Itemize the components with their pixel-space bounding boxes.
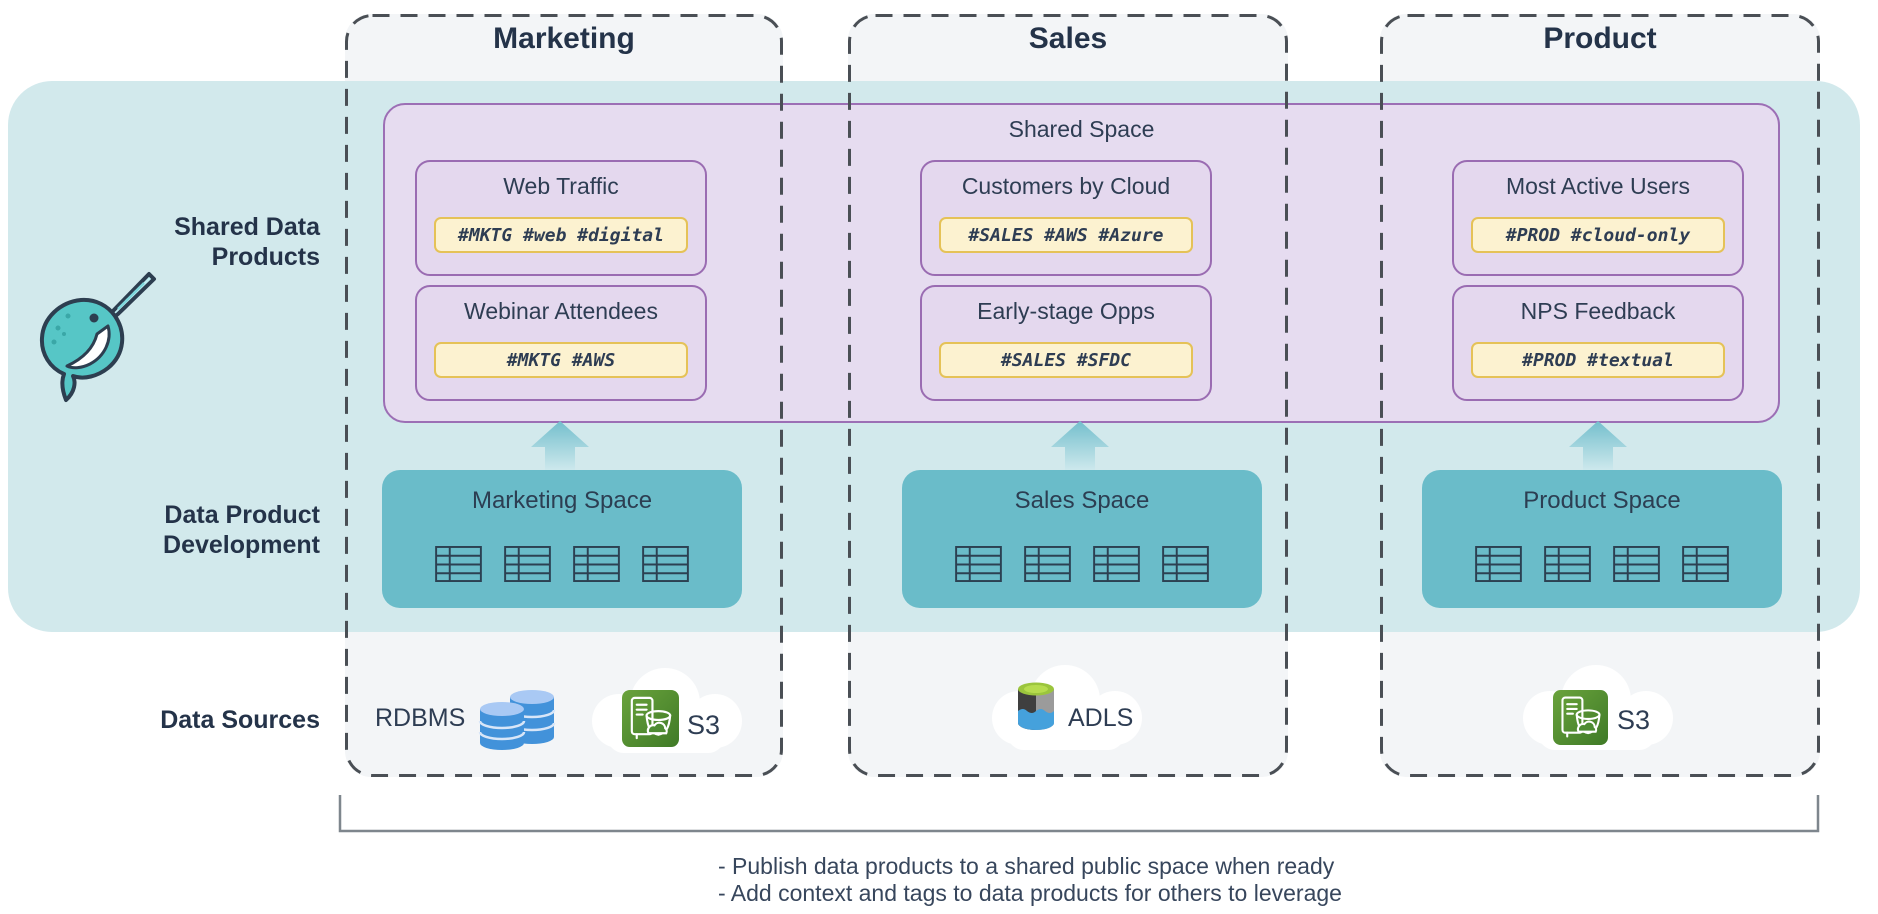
card-title: Early-stage Opps xyxy=(977,298,1155,324)
table-icon xyxy=(955,546,1002,582)
table-icon xyxy=(1024,546,1071,582)
tag-text: #SALES #AWS #Azure xyxy=(968,224,1164,246)
card-title: Web Traffic xyxy=(503,173,619,199)
tag-box: #SALES #AWS #Azure xyxy=(939,217,1193,253)
card-title: Webinar Attendees xyxy=(464,298,658,324)
up-arrow-icon xyxy=(1051,421,1109,471)
row-label-shared-data-products: Shared Data Products xyxy=(174,213,320,271)
tag-text: #PROD #cloud-only xyxy=(1505,224,1691,246)
card-nps-feedback: NPS Feedback #PROD #textual xyxy=(1452,285,1744,401)
table-icon xyxy=(1682,546,1729,582)
source-label-s3: S3 xyxy=(687,710,721,740)
tag-text: #PROD #textual xyxy=(1522,349,1674,371)
space-title: Sales Space xyxy=(1014,487,1150,514)
card-title: NPS Feedback xyxy=(1520,298,1676,324)
notes-block: - Publish data products to a shared publ… xyxy=(718,853,1342,907)
tag-box: #MKTG #web #digital xyxy=(434,217,688,253)
row-label-data-sources: Data Sources xyxy=(160,706,320,734)
tag-text: #MKTG #web #digital xyxy=(458,224,664,246)
tag-text: #SALES #SFDC xyxy=(1000,349,1132,371)
card-title: Customers by Cloud xyxy=(961,173,1171,199)
table-icons-row xyxy=(1422,546,1782,582)
table-icon xyxy=(1475,546,1522,582)
note-line: - Publish data products to a shared publ… xyxy=(718,853,1335,879)
source-label-s3: S3 xyxy=(1617,705,1651,735)
note-line: - Add context and tags to data products … xyxy=(718,880,1342,906)
s3-icon xyxy=(622,690,679,747)
space-title: Product Space xyxy=(1523,487,1681,514)
marketing-space-box: Marketing Space xyxy=(382,470,742,608)
shared-space-label: Shared Space xyxy=(1008,116,1155,142)
table-icon xyxy=(642,546,689,582)
tag-box: #SALES #SFDC xyxy=(939,342,1193,378)
card-most-active-users: Most Active Users #PROD #cloud-only xyxy=(1452,160,1744,276)
card-web-traffic: Web Traffic #MKTG #web #digital xyxy=(415,160,707,276)
table-icons-row xyxy=(382,546,742,582)
card-customers-by-cloud: Customers by Cloud #SALES #AWS #Azure xyxy=(920,160,1212,276)
table-icon xyxy=(573,546,620,582)
column-header-marketing: Marketing xyxy=(493,22,635,55)
up-arrow-icon xyxy=(1569,421,1627,471)
tag-box: #PROD #textual xyxy=(1471,342,1725,378)
tag-box: #MKTG #AWS xyxy=(434,342,688,378)
bracket xyxy=(338,795,1820,833)
space-title: Marketing Space xyxy=(471,487,653,514)
table-icon xyxy=(1613,546,1660,582)
column-header-product: Product xyxy=(1543,22,1657,55)
tag-text: #MKTG #AWS xyxy=(506,349,616,371)
up-arrow-icon xyxy=(531,421,589,471)
table-icon xyxy=(1093,546,1140,582)
database-icon xyxy=(478,690,556,750)
row-label-data-product-development: Data Product Development xyxy=(163,501,320,559)
table-icons-row xyxy=(902,546,1262,582)
table-icon xyxy=(1544,546,1591,582)
card-title: Most Active Users xyxy=(1505,173,1691,199)
s3-icon xyxy=(1553,690,1608,745)
table-icon xyxy=(435,546,482,582)
adls-icon xyxy=(1018,682,1054,730)
tag-box: #PROD #cloud-only xyxy=(1471,217,1725,253)
narwhal-logo xyxy=(39,272,156,402)
card-early-stage-opps: Early-stage Opps #SALES #SFDC xyxy=(920,285,1212,401)
sales-space-box: Sales Space xyxy=(902,470,1262,608)
source-label-rdbms: RDBMS xyxy=(375,704,466,732)
column-header-sales: Sales xyxy=(1028,22,1108,55)
source-label-adls: ADLS xyxy=(1068,704,1134,732)
product-space-box: Product Space xyxy=(1422,470,1782,608)
card-webinar-attendees: Webinar Attendees #MKTG #AWS xyxy=(415,285,707,401)
table-icon xyxy=(1162,546,1209,582)
table-icon xyxy=(504,546,551,582)
